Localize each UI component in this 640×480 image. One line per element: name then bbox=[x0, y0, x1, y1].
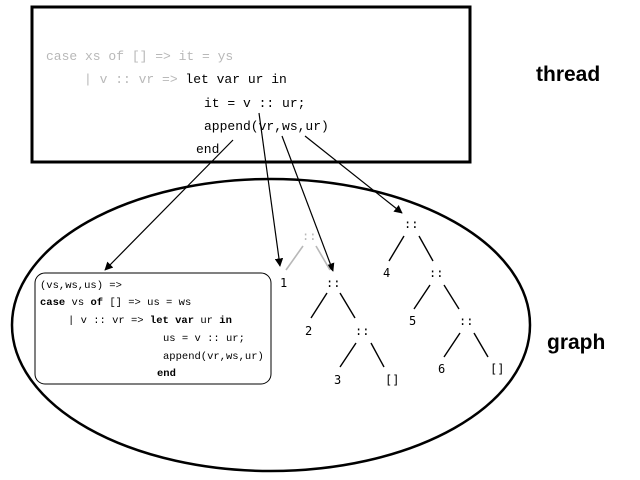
closure-code-line-6: end bbox=[157, 368, 176, 380]
graph-node-4: 4 bbox=[383, 266, 390, 280]
thread-box bbox=[30, 5, 472, 164]
edge-cons-d-5 bbox=[413, 284, 431, 310]
graph-node-3: 3 bbox=[334, 373, 341, 387]
edge-cons-e-6 bbox=[443, 332, 461, 358]
graph-node-nil-a: [] bbox=[385, 373, 399, 387]
edge-cons-a-2 bbox=[310, 292, 328, 319]
arrow-to-closure bbox=[104, 139, 234, 271]
graph-node-1: 1 bbox=[280, 276, 287, 290]
edge-grey-cons-1 bbox=[285, 245, 304, 271]
graph-node-grey-cons: :: bbox=[302, 229, 316, 243]
graph-node-cons-e: :: bbox=[459, 314, 473, 328]
edge-grey-cons-cons-a bbox=[315, 245, 331, 271]
closure-line-3-a: | v :: vr => bbox=[68, 315, 144, 327]
closure-line-3-mid: ur bbox=[194, 315, 219, 327]
graph-node-cons-b: :: bbox=[355, 324, 369, 338]
closure-code-line-1: (vs,ws,us) => bbox=[40, 280, 122, 292]
closure-code-line-4: us = v :: ur; bbox=[163, 333, 245, 345]
edge-cons-a-cons-b bbox=[339, 292, 356, 319]
edge-cons-d-cons-e bbox=[443, 284, 460, 310]
edge-cons-b-3 bbox=[339, 342, 357, 368]
closure-code-line-5: append(vr,ws,ur) bbox=[163, 351, 264, 363]
graph-node-cons-a: :: bbox=[326, 276, 340, 290]
arrow-to-cons-a bbox=[281, 135, 335, 272]
closure-code-line-3: | v :: vr => let var ur in bbox=[68, 315, 232, 327]
closure-kw-case: case bbox=[40, 297, 65, 309]
thread-code-line-2-rest: let var ur in bbox=[178, 72, 287, 87]
closure-kw-in: in bbox=[219, 315, 232, 327]
closure-kw-let-var: let var bbox=[144, 315, 194, 327]
graph-node-2: 2 bbox=[305, 324, 312, 338]
edge-cons-c-cons-d bbox=[418, 235, 434, 262]
closure-box bbox=[34, 272, 272, 385]
graph-ellipse bbox=[10, 177, 532, 473]
graph-node-cons-d: :: bbox=[429, 266, 443, 280]
thread-label: thread bbox=[536, 63, 600, 86]
edge-cons-e-nil bbox=[473, 332, 489, 358]
closure-kw-of: of bbox=[90, 297, 103, 309]
arrow-to-cons-c bbox=[304, 135, 403, 214]
thread-code-line-5: end bbox=[196, 142, 219, 157]
edge-cons-b-nil bbox=[370, 342, 385, 368]
graph-node-5: 5 bbox=[409, 314, 416, 328]
arrow-to-node-1 bbox=[258, 112, 284, 267]
thread-code-line-2-grey: | v :: vr => bbox=[84, 72, 178, 87]
closure-code-line-2: case vs of [] => us = ws bbox=[40, 297, 191, 309]
thread-code-line-4: append(vr,ws,ur) bbox=[204, 119, 329, 134]
graph-node-cons-c: :: bbox=[404, 217, 418, 231]
edge-cons-c-4 bbox=[388, 235, 405, 262]
closure-line-2-mid: vs bbox=[65, 297, 90, 309]
thread-code-line-2: | v :: vr => let var ur in bbox=[84, 72, 287, 87]
graph-label: graph bbox=[547, 331, 605, 354]
graph-node-6: 6 bbox=[438, 362, 445, 376]
thread-code-line-3: it = v :: ur; bbox=[204, 96, 305, 111]
thread-code-line-1: case xs of [] => it = ys bbox=[46, 49, 233, 64]
graph-node-nil-b: [] bbox=[490, 362, 504, 376]
closure-line-2-rest: [] => us = ws bbox=[103, 297, 191, 309]
